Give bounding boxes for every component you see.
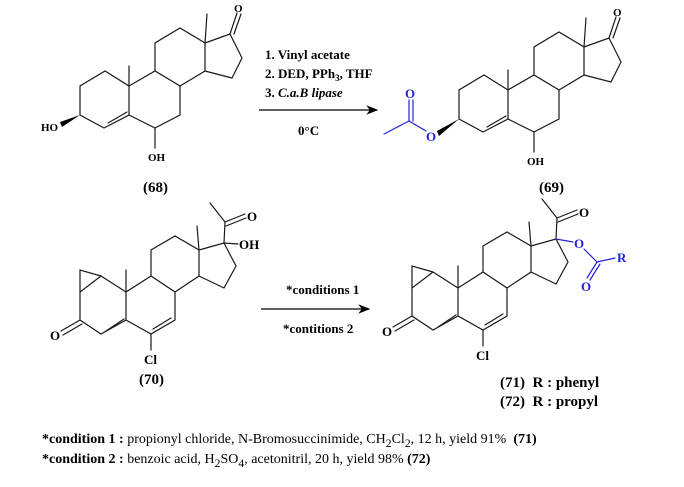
compound-70: O Cl OH O (70) bbox=[50, 202, 259, 388]
condition-below-arrow: *contitions 2 bbox=[283, 321, 353, 336]
footnote-condition-1: *condition 1 : propionyl chloride, N-Bro… bbox=[42, 432, 537, 450]
footnote-text: , 12 h, yield 91% bbox=[410, 432, 514, 447]
subscript: 4 bbox=[238, 456, 245, 470]
ketone-oxygen: O bbox=[234, 3, 243, 15]
footnote-text: propionyl chloride, N-Bromosuccinimide, … bbox=[123, 432, 386, 447]
hydroxyl-c3: HO bbox=[41, 122, 59, 134]
ketone-oxygen: O bbox=[613, 7, 622, 19]
wedge-bond bbox=[60, 115, 80, 127]
footnote-ref: (72) bbox=[407, 452, 431, 467]
acetate-carbonyl-oxygen: O bbox=[405, 86, 415, 101]
ring-c bbox=[154, 27, 206, 87]
footnote-text: , acetonitril, 20 h, yield 98% bbox=[244, 452, 408, 467]
compound-label-68: (68) bbox=[143, 180, 168, 196]
chlorine: Cl bbox=[476, 348, 489, 363]
step-3: 3. C.a.B lipase bbox=[265, 85, 343, 100]
temperature: 0°C bbox=[298, 123, 319, 138]
chlorine: Cl bbox=[144, 352, 157, 367]
ring-b bbox=[128, 70, 181, 129]
subscript: 2 bbox=[385, 436, 392, 450]
hydroxyl-c17: OH bbox=[239, 237, 259, 252]
footnote-text: SO bbox=[220, 452, 239, 467]
step-1: 1. Vinyl acetate bbox=[265, 47, 350, 62]
acetyl-oxygen: O bbox=[247, 209, 257, 224]
double-bond-c4-c5 bbox=[107, 111, 128, 124]
reaction-1-conditions: 1. Vinyl acetate 2. DED, PPh3, THF 3. C.… bbox=[259, 47, 379, 138]
subscript: 2 bbox=[214, 456, 221, 470]
ester-oxygen: O bbox=[426, 129, 436, 144]
condition-above-arrow: *conditions 1 bbox=[286, 282, 359, 297]
footnote-head: *condition 1 : bbox=[42, 432, 124, 447]
reaction-2-conditions: *conditions 1 *contitions 2 bbox=[261, 282, 371, 336]
compound-label-70: (70) bbox=[139, 372, 164, 388]
hydroxyl-c6: OH bbox=[148, 152, 166, 164]
ring-a bbox=[79, 70, 130, 129]
footnote-head: *condition 2 : bbox=[42, 452, 124, 467]
r-group: R bbox=[617, 250, 627, 265]
ester-oxygen: O bbox=[574, 236, 584, 251]
acetyl-oxygen: O bbox=[579, 205, 589, 220]
compound-68: O OH HO (68) bbox=[41, 3, 243, 196]
compound-label-72: (72) R : propyl bbox=[500, 394, 598, 410]
step-2: 2. DED, PPh3, THF bbox=[265, 66, 373, 83]
ring-d bbox=[204, 33, 243, 79]
compound-71-72: O Cl O O R O bbox=[382, 198, 627, 363]
enone-oxygen: O bbox=[382, 324, 392, 339]
footnote-text: benzoic acid, H bbox=[123, 452, 215, 467]
ester-carbonyl-oxygen: O bbox=[581, 279, 591, 294]
enone-oxygen: O bbox=[50, 328, 60, 343]
hydroxyl-c6: OH bbox=[527, 156, 545, 168]
compound-69: O OH O O bbox=[383, 7, 622, 168]
footnote-text: Cl bbox=[391, 432, 405, 447]
methyl-c18 bbox=[204, 13, 208, 44]
footnote-condition-2: *condition 2 : benzoic acid, H2SO4, acet… bbox=[42, 452, 430, 470]
footnote-ref: (71) bbox=[513, 432, 537, 447]
compound-label-71: (71) R : phenyl bbox=[500, 375, 599, 391]
subscript: 2 bbox=[404, 436, 411, 450]
compound-label-69: (69) bbox=[539, 180, 564, 196]
